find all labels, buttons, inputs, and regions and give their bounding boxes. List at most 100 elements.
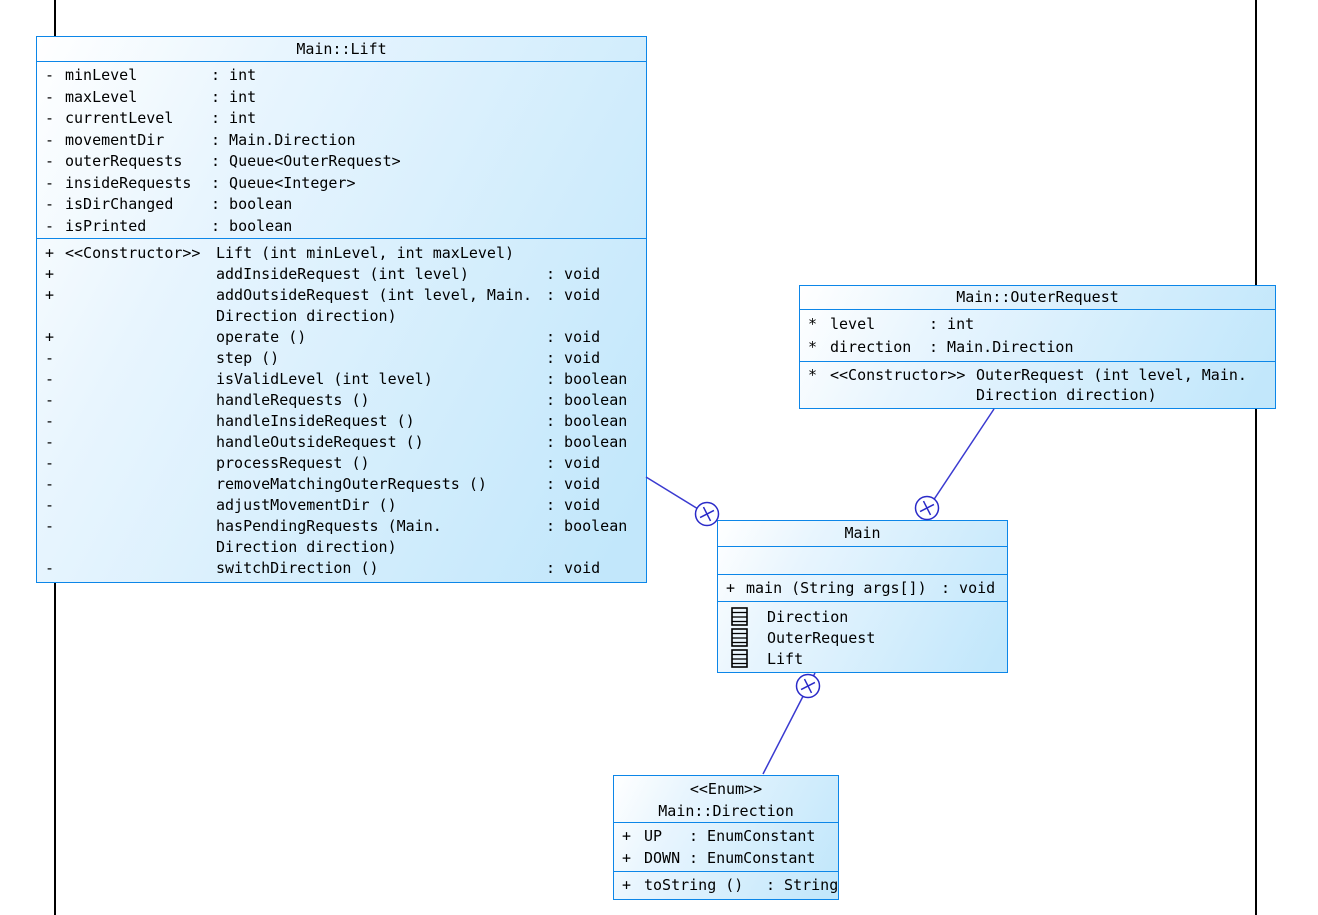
visibility: * — [808, 337, 818, 356]
visibility: + — [45, 286, 55, 304]
methods-compartment: + <<Constructor>> Lift (int minLevel, int … — [37, 238, 646, 579]
class-icon — [731, 649, 748, 668]
containment-circle-icon — [694, 501, 720, 527]
visibility: + — [622, 876, 632, 894]
return-type: : boolean — [546, 391, 628, 409]
return-type: : void — [941, 579, 996, 597]
attribute-row: -maxLevel: int — [37, 87, 646, 109]
visibility: - — [45, 130, 55, 149]
signature: hasPendingRequests (Main.Direction direc… — [216, 517, 442, 556]
class-title-text: Main::Direction — [658, 802, 794, 820]
containment-connector-direction-main[interactable] — [762, 672, 816, 775]
signature: handleInsideRequest () — [216, 412, 415, 430]
stereotype: <<Constructor>> — [65, 244, 201, 262]
signature: main (String args[]) — [746, 579, 927, 597]
return-type: : boolean — [546, 433, 628, 451]
nested-class-row: OuterRequest — [718, 627, 1007, 648]
visibility: + — [45, 265, 55, 283]
attr-type: : int — [211, 66, 257, 84]
attr-name: maxLevel — [65, 87, 138, 106]
return-type: : void — [546, 286, 601, 304]
attribute-row: +UP: EnumConstant — [614, 825, 838, 847]
method-row: + addOutsideRequest (int level, Main.Dire… — [37, 285, 646, 327]
attr-type: : Main.Direction — [211, 130, 356, 149]
attr-type: : boolean — [211, 195, 293, 213]
method-row: -removeMatchingOuterRequests (): void — [37, 474, 646, 495]
visibility: - — [45, 109, 55, 127]
method-row: * <<Constructor>> OuterRequest (int level,… — [800, 366, 1275, 405]
page-boundary-right — [1255, 0, 1257, 915]
visibility: * — [808, 366, 818, 384]
attr-name: UP — [644, 827, 663, 845]
visibility: - — [45, 391, 55, 409]
method-row: -processRequest (): void — [37, 453, 646, 474]
visibility: - — [45, 559, 55, 577]
return-type: : boolean — [546, 517, 628, 535]
attr-name: currentLevel — [65, 109, 174, 127]
containment-connector-lift-main[interactable] — [645, 476, 717, 521]
signature: step () — [216, 349, 280, 367]
class-title: Main::Lift — [37, 37, 646, 62]
attribute-row: + DOWN : EnumConstant — [614, 847, 838, 869]
attr-type: : Main.Direction — [929, 337, 1074, 356]
visibility: - — [45, 412, 55, 430]
class-main-outerrequest[interactable]: Main::OuterRequest *level: int *directio… — [799, 285, 1276, 409]
attributes-compartment: +UP: EnumConstant + DOWN : EnumConstant — [614, 823, 838, 871]
signature: addInsideRequest (int level) — [216, 265, 469, 283]
nested-class-label: Direction — [767, 607, 849, 626]
attribute-row: -insideRequests: Queue<Integer> — [37, 173, 646, 195]
visibility: - — [45, 173, 55, 192]
visibility: + — [622, 849, 632, 867]
method-row: -hasPendingRequests (Main.Direction dire… — [37, 516, 646, 558]
visibility: - — [45, 216, 55, 235]
method-row: -handleOutsideRequest (): boolean — [37, 432, 646, 453]
visibility: + — [726, 579, 736, 597]
class-icon — [731, 607, 748, 626]
attribute-row: -minLevel: int — [37, 65, 646, 87]
return-type: : void — [546, 496, 601, 514]
methods-compartment: * <<Constructor>> OuterRequest (int level,… — [800, 361, 1275, 405]
attr-type: : boolean — [211, 216, 293, 235]
attr-type: : EnumConstant — [689, 849, 816, 867]
attribute-row: -movementDir: Main.Direction — [37, 130, 646, 152]
class-main-direction-enum[interactable]: <<Enum>> Main::Direction +UP: EnumConsta… — [613, 775, 839, 900]
stereotype: <<Constructor>> — [830, 366, 966, 384]
stereotype-label: <<Enum>> — [689, 780, 763, 798]
method-row: +operate (): void — [37, 327, 646, 348]
visibility: + — [45, 328, 55, 346]
signature: isValidLevel (int level) — [216, 370, 433, 388]
signature: processRequest () — [216, 454, 370, 472]
containment-connector-outerrequest-main[interactable] — [920, 408, 995, 520]
attribute-row: -isPrinted: boolean — [37, 216, 646, 238]
attr-name: level — [830, 315, 876, 333]
return-type: : void — [546, 559, 601, 577]
attr-name: isDirChanged — [65, 195, 174, 213]
nested-class-row: Direction — [718, 606, 1007, 627]
attribute-row: * direction : Main.Direction — [800, 336, 1275, 359]
method-row: - handleRequests () : boolean — [37, 390, 646, 411]
attributes-compartment-empty — [718, 547, 1007, 574]
class-main-lift[interactable]: Main::Lift -minLevel: int -maxLevel: int… — [36, 36, 647, 583]
signature: addOutsideRequest (int level, Main.Direc… — [216, 286, 533, 325]
method-row: -switchDirection (): void — [37, 558, 646, 579]
method-row: +toString (): String — [614, 875, 838, 895]
method-row: -handleInsideRequest (): boolean — [37, 411, 646, 432]
signature: adjustMovementDir () — [216, 496, 397, 514]
containment-circle-icon — [914, 495, 940, 521]
signature: handleRequests () — [216, 391, 370, 409]
class-main[interactable]: Main +main (String args[]): void Directi… — [717, 520, 1008, 673]
attr-name: DOWN — [644, 849, 681, 867]
containment-circle-icon — [795, 673, 821, 699]
nested-class-label: Lift — [767, 649, 804, 668]
nested-class-row: Lift — [718, 648, 1007, 668]
return-type: : void — [546, 328, 601, 346]
return-type: : void — [546, 454, 601, 472]
signature: OuterRequest (int level, Main.Direction … — [976, 366, 1247, 404]
attributes-compartment: -minLevel: int -maxLevel: int -currentLe… — [37, 62, 646, 238]
attr-name: outerRequests — [65, 152, 183, 170]
signature: Lift (int minLevel, int maxLevel) — [216, 244, 515, 262]
visibility: - — [45, 66, 55, 84]
attr-name: direction — [830, 337, 912, 356]
nested-classes-compartment: Direction OuterRequest Lift — [718, 601, 1007, 668]
visibility: + — [45, 244, 55, 262]
